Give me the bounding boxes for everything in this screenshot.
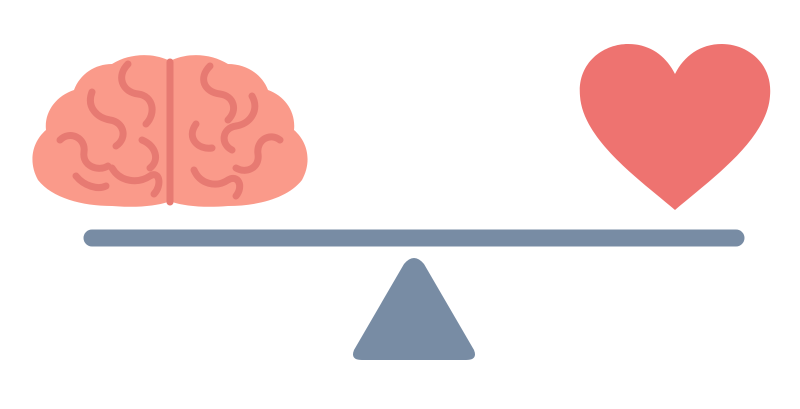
brain-left-hemisphere [32, 55, 168, 207]
brain-folds [56, 58, 284, 206]
seesaw-pivot [353, 258, 475, 360]
brain-right-hemisphere [172, 55, 308, 207]
brain-icon [32, 55, 308, 207]
heart-icon [579, 44, 771, 210]
